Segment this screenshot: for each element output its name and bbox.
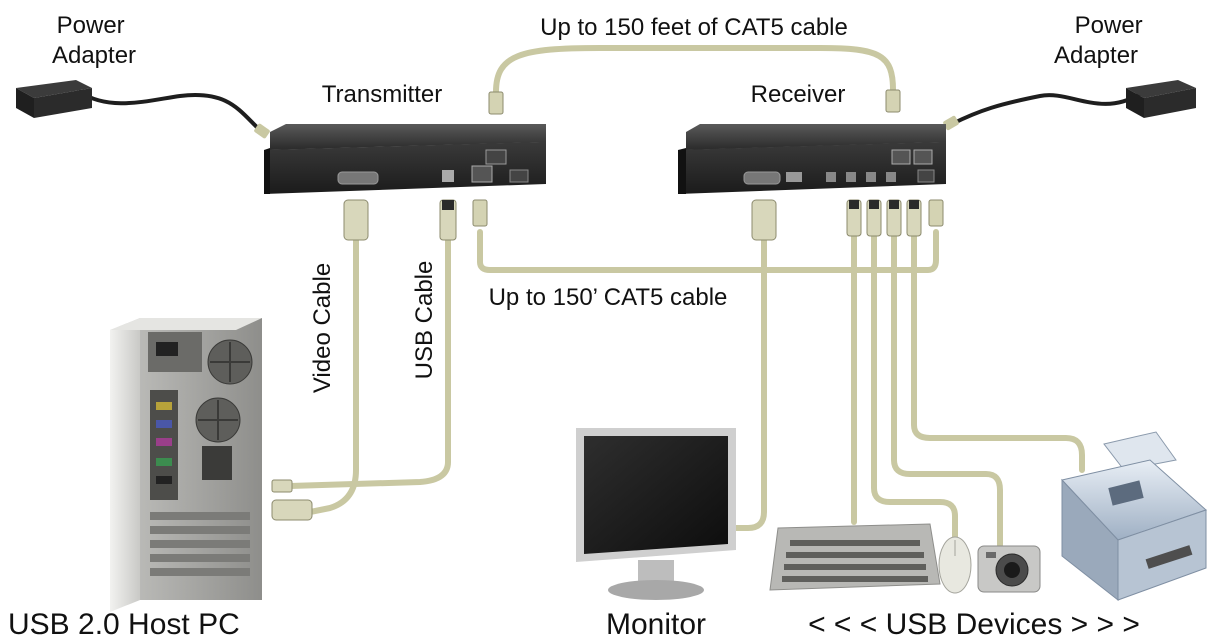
transmitter-label: Transmitter xyxy=(322,81,442,108)
video-cable-line xyxy=(307,235,359,515)
video-cable-label: Video Cable xyxy=(309,263,336,393)
right-power-adapter-label: Power Adapter xyxy=(1054,12,1149,69)
host-pc xyxy=(110,318,313,612)
monitor-label: Monitor xyxy=(606,608,706,641)
transmitter-rj45-port xyxy=(471,165,493,183)
mid-cable-label: Up to 150’ CAT5 cable xyxy=(489,284,728,311)
left-power-adapter-line2: Adapter xyxy=(52,42,136,69)
usb-printer-cable xyxy=(911,229,1085,473)
usb-cable-label: USB Cable xyxy=(411,261,438,380)
receiver-label: Receiver xyxy=(751,81,846,108)
usb-cable-line xyxy=(287,235,451,489)
cables xyxy=(78,45,1142,548)
top-cable-label: Up to 150 feet of CAT5 cable xyxy=(540,14,848,41)
receiver-rj45-port xyxy=(891,149,911,165)
right-power-adapter-line1: Power xyxy=(1075,12,1143,39)
transmitter-usb-port xyxy=(442,170,454,182)
usb-devices-label: < < < USB Devices > > > xyxy=(808,608,1140,641)
printer-device xyxy=(1061,431,1207,602)
receiver-unit xyxy=(678,124,946,194)
left-power-adapter xyxy=(16,80,270,139)
usb-camera-cable xyxy=(891,229,1003,548)
left-power-adapter-label: Power Adapter xyxy=(52,12,136,69)
left-power-cord xyxy=(78,90,264,134)
mouse-device xyxy=(938,536,972,594)
right-power-adapter-line2: Adapter xyxy=(1054,42,1138,69)
host-pc-label: USB 2.0 Host PC xyxy=(8,608,240,641)
monitor-device xyxy=(576,428,736,600)
camera-device xyxy=(977,545,1041,593)
right-power-cord xyxy=(950,92,1142,126)
monitor-cable-line xyxy=(731,235,767,531)
top-cat5-cable xyxy=(493,45,896,95)
mid-cat5-cable xyxy=(477,229,939,273)
usb-mouse-cable xyxy=(871,229,958,541)
transmitter-unit xyxy=(264,124,546,194)
receiver-vga-port xyxy=(743,171,781,185)
keyboard-device xyxy=(769,523,941,591)
transmitter-plugs xyxy=(343,199,457,241)
left-power-adapter-line1: Power xyxy=(57,12,125,39)
rj45-plugs xyxy=(472,89,944,227)
receiver-plugs xyxy=(751,199,922,241)
right-power-adapter xyxy=(943,80,1196,131)
transmitter-vga-port xyxy=(337,171,379,185)
